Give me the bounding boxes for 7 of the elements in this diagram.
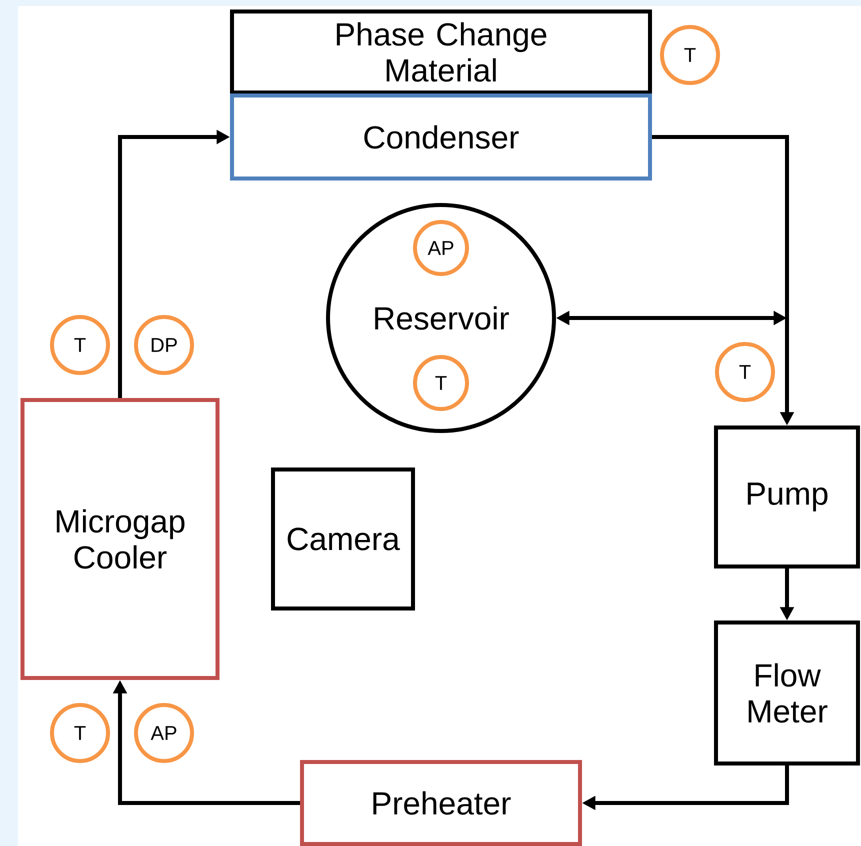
material-box: Phase Change Material [230,10,652,94]
process-box: Condenser [230,94,652,180]
process-box: Camera [271,468,415,610]
process-box: Pump [714,426,860,568]
process-box: Flow Meter [714,620,860,766]
process-box: Microgap Cooler [20,398,220,680]
process-box: Preheater [300,760,582,846]
